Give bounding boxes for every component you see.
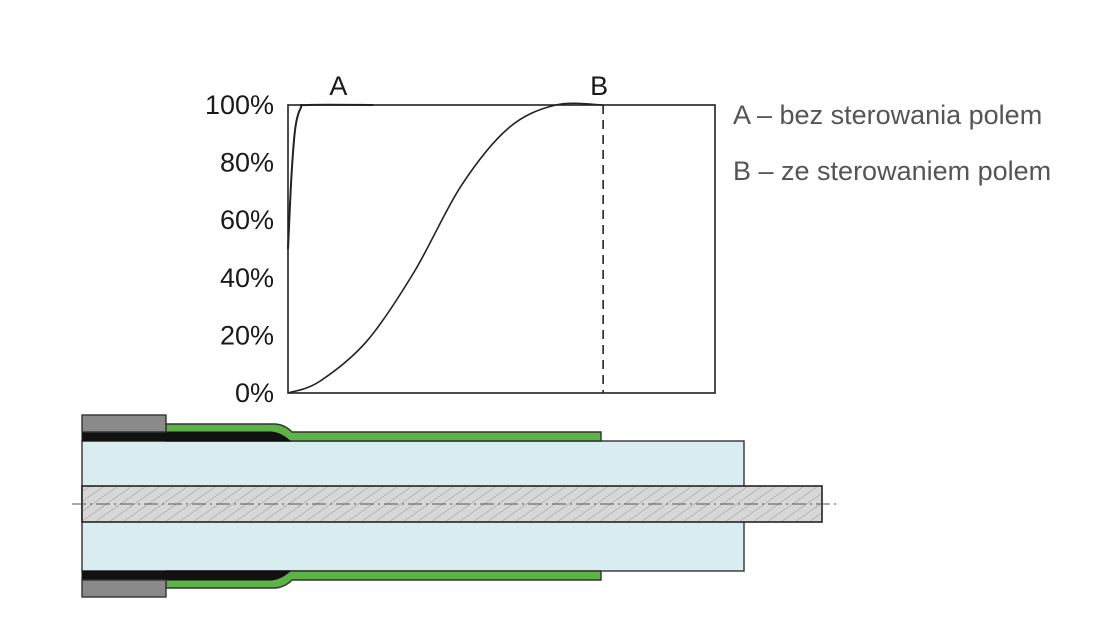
curve-b-label: B: [590, 71, 608, 101]
y-tick-label: 80%: [220, 148, 274, 178]
semiconductive-layer-top: [81, 431, 292, 442]
chart-frame: [287, 104, 716, 394]
y-axis-ticks: 0% 20% 40% 60% 80% 100%: [205, 90, 274, 408]
cable-cross-section: [72, 414, 836, 598]
legend-entry-b: B – ze sterowaniem polem: [733, 156, 1052, 186]
curve-a-without-field-control: [287, 103, 374, 250]
y-tick-label: 20%: [220, 320, 274, 350]
chart: 0% 20% 40% 60% 80% 100% A B: [205, 71, 716, 408]
y-tick-label: 60%: [220, 205, 274, 235]
grey-sleeve-bottom: [81, 579, 167, 598]
grey-sleeve-top: [81, 414, 167, 433]
y-tick-label: 0%: [235, 378, 274, 408]
y-tick-label: 40%: [220, 263, 274, 293]
y-tick-label: 100%: [205, 90, 274, 120]
curve-a-label: A: [329, 71, 347, 101]
legend-entry-a: A – bez sterowania polem: [733, 100, 1043, 130]
curve-b-with-field-control: [287, 102, 604, 394]
semiconductive-layer-bottom: [81, 570, 292, 581]
